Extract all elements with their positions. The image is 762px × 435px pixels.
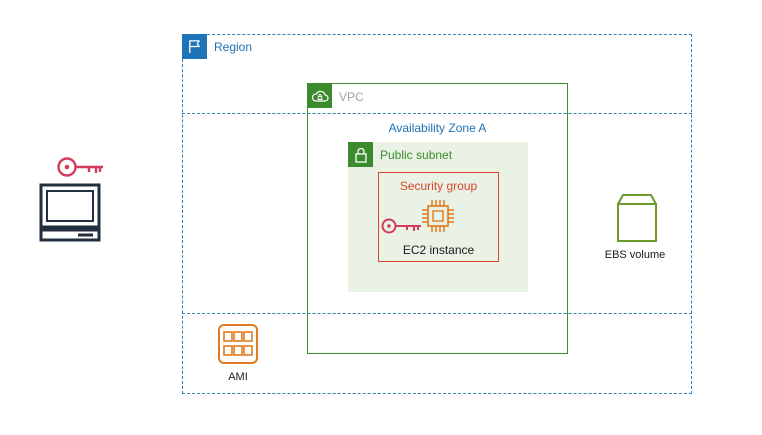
client-key-icon: [56, 155, 106, 179]
region-container: [182, 34, 692, 394]
vpc-cloud-icon: [307, 83, 332, 108]
vpc-label: VPC: [339, 90, 364, 104]
vpc-container: [307, 83, 568, 354]
ami-icon: [217, 323, 259, 365]
public-subnet-label: Public subnet: [380, 148, 453, 162]
security-group-label: Security group: [399, 179, 478, 193]
region-flag-icon: [182, 34, 207, 59]
ebs-volume-label: EBS volume: [604, 249, 666, 261]
availability-zone-label: Availability Zone A: [388, 121, 487, 135]
lock-icon: [348, 142, 373, 167]
ec2-key-icon: [380, 216, 424, 236]
availability-zone-top-border: [182, 113, 692, 114]
availability-zone-bottom-border: [182, 313, 692, 314]
ami-label: AMI: [228, 371, 248, 383]
security-group-container: [378, 172, 499, 262]
laptop-icon: [38, 182, 102, 242]
ebs-volume-icon: [614, 192, 660, 244]
ec2-chip-icon: [419, 197, 457, 235]
region-label: Region: [214, 40, 253, 54]
ec2-instance-label: EC2 instance: [402, 243, 475, 257]
